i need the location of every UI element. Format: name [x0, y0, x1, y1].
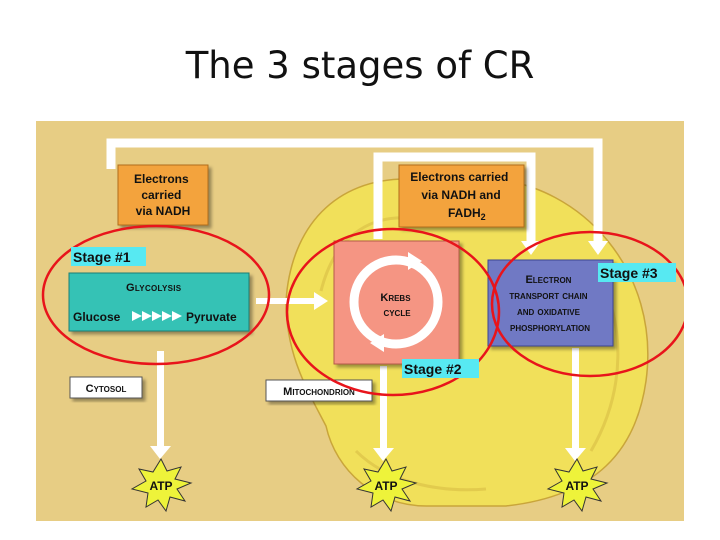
stage-1-label-bg [71, 247, 146, 266]
nadh-box-2-subscript: 2 [481, 212, 486, 222]
svg-text:Electron transport chain: Electron transport chain and oxidative p… [509, 274, 590, 334]
atp-arrowhead-1 [150, 446, 171, 459]
nadh-box-1-line-2: carried [141, 188, 181, 202]
svg-text:Krebs cycle: Krebs cycle [380, 292, 413, 319]
stage-2-label-bg [402, 359, 479, 378]
nadh-box-2 [398, 164, 525, 228]
nadh-box-1 [117, 164, 209, 226]
svg-text:Electrons carried via: Electrons carried via NADH [134, 172, 192, 218]
etc-label-line-3: and oxidative [517, 306, 581, 318]
glycolysis-box [68, 272, 250, 332]
glycolysis-title: Glycolysis [126, 282, 182, 294]
krebs-label-line-2: cycle [383, 307, 411, 319]
nadh-box-2-line-2: via NADH and [421, 188, 500, 202]
pyruvate-label: Pyruvate [186, 310, 237, 324]
top-loop-arrow [106, 138, 603, 243]
atp-arrowhead-2 [373, 448, 394, 461]
slide-title: The 3 stages of CR [185, 44, 535, 87]
stage-1-ring [41, 224, 271, 366]
krebs-cycle-ring [349, 255, 443, 349]
glycolysis-to-krebs-arrow [256, 298, 316, 304]
svg-text:FADH2: FADH2 [448, 206, 486, 222]
atp-label-3: ATP [565, 479, 588, 493]
etc-label-line-1: Electron [525, 274, 571, 286]
atp-burst-2: ATP [355, 457, 418, 513]
nadh-box-1-line-3: via NADH [136, 204, 191, 218]
electron-transport-chain-box [487, 259, 614, 347]
atp-arrow-1 [157, 351, 164, 446]
krebs-cycle-arrowhead-bottom [370, 334, 384, 352]
atp-label-1: ATP [149, 479, 172, 493]
stage-1-label: Stage #1 [73, 249, 131, 265]
glycolysis-to-krebs-arrowhead [314, 292, 328, 310]
etc-label-line-2: transport chain [509, 290, 587, 302]
stage-2-ring [285, 227, 501, 397]
svg-text:Electrons carried via NADH: Electrons carried via NADH and [410, 170, 511, 202]
cytosol-label-box [69, 376, 143, 399]
atp-arrow-3 [572, 348, 579, 448]
cytosol-label: Cytosol [86, 383, 127, 395]
mitochondrion-label: Mitochondrion [283, 386, 355, 398]
krebs-label-line-1: Krebs [380, 292, 411, 304]
inner-loop-arrow [373, 152, 536, 241]
glucose-label: Glucose [73, 310, 121, 324]
krebs-cycle-arrowhead-top [408, 252, 422, 270]
atp-arrowhead-3 [565, 448, 586, 461]
atp-label-2: ATP [374, 479, 397, 493]
stage-3-label-bg [598, 263, 676, 282]
etc-label-line-4: phosphorylation [510, 322, 590, 334]
atp-arrow-2 [380, 366, 387, 448]
stage-3-ring [490, 230, 684, 378]
atp-burst-1: ATP [130, 457, 193, 513]
cellular-respiration-diagram: Electrons carried via NADH Electrons car… [36, 121, 684, 521]
top-loop-arrowhead [588, 241, 608, 255]
glycolysis-steps-arrows [132, 311, 182, 321]
stage-3-label: Stage #3 [600, 265, 658, 281]
nadh-box-2-line-3: FADH [448, 206, 481, 220]
stage-2-label: Stage #2 [404, 361, 462, 377]
nadh-box-1-line-1: Electrons [134, 172, 189, 186]
nadh-box-2-line-1: Electrons carried [410, 170, 508, 184]
atp-burst-3: ATP [546, 457, 609, 513]
